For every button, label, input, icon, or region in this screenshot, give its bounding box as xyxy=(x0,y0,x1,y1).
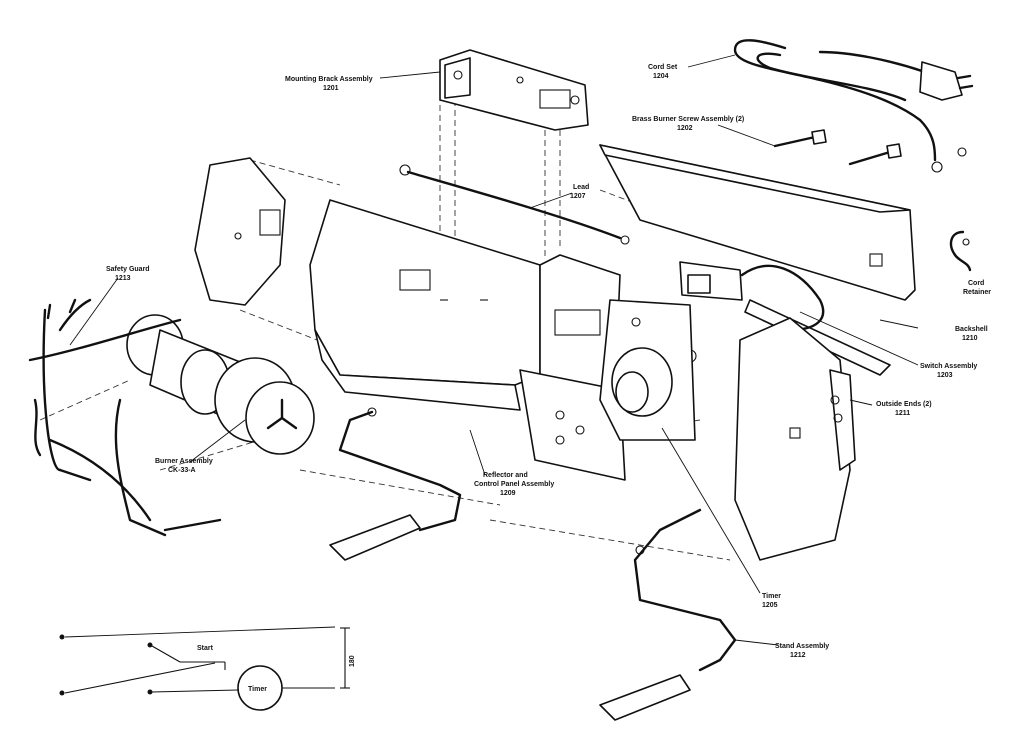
safety-guard xyxy=(28,298,222,537)
schematic-dimension-label: 180 xyxy=(349,655,356,667)
label-cord-set-number: 1204 xyxy=(653,73,669,80)
label-cord-retainer-line2: Retainer xyxy=(963,289,991,296)
switch-assembly xyxy=(679,261,825,363)
backshell xyxy=(599,144,916,376)
label-safety-guard-number: 1213 xyxy=(115,275,131,282)
label-switch-number: 1203 xyxy=(937,372,953,379)
left-end-panel xyxy=(194,157,286,306)
reflector-body xyxy=(309,199,621,411)
rear-stand xyxy=(599,508,737,721)
label-outside-ends-number: 1211 xyxy=(895,410,910,417)
label-screw: Brass Burner Screw Assembly (2) xyxy=(632,116,744,123)
control-panel xyxy=(519,369,626,481)
label-stand-number: 1212 xyxy=(790,652,806,659)
label-cord-set: Cord Set xyxy=(648,64,678,71)
right-outside-end xyxy=(734,317,856,561)
cord-set xyxy=(733,39,974,173)
lead-wire xyxy=(399,164,630,245)
label-mounting-bracket-number: 1201 xyxy=(323,85,339,92)
label-screw-number: 1202 xyxy=(677,125,693,132)
label-mounting-bracket: Mounting Brack Assembly xyxy=(285,76,373,83)
front-stand xyxy=(329,407,462,561)
label-backshell: Backshell xyxy=(955,326,988,333)
leader-lines xyxy=(69,54,919,646)
burner-screws xyxy=(773,129,902,166)
part-labels: Mounting Brack Assembly 1201 Cord Set 12… xyxy=(106,64,991,659)
cord-retainer xyxy=(949,230,972,272)
label-reflector-number: 1209 xyxy=(500,490,516,497)
label-safety-guard: Safety Guard xyxy=(106,266,150,273)
schematic-start-label: Start xyxy=(197,645,214,652)
label-lead-number: 1207 xyxy=(570,193,586,200)
mounting-bracket-assembly xyxy=(439,49,589,131)
label-switch: Switch Assembly xyxy=(920,363,977,370)
schematic-timer-label: Timer xyxy=(248,686,267,693)
label-timer-number: 1205 xyxy=(762,602,778,609)
burner-assembly xyxy=(126,314,315,455)
wiring-schematic: Start Timer 180 xyxy=(59,626,356,711)
label-burner-number: CK-33-A xyxy=(168,467,196,474)
label-backshell-number: 1210 xyxy=(962,335,978,342)
label-lead: Lead xyxy=(573,184,589,191)
label-reflector-line2: Control Panel Assembly xyxy=(474,481,554,488)
label-burner: Burner Assembly xyxy=(155,458,213,465)
label-cord-retainer-line1: Cord xyxy=(968,280,984,287)
label-timer: Timer xyxy=(762,593,781,600)
label-stand: Stand Assembly xyxy=(775,643,829,650)
label-reflector-line1: Reflector and xyxy=(483,472,528,479)
timer-unit xyxy=(599,299,696,441)
label-outside-ends: Outside Ends (2) xyxy=(876,401,932,408)
